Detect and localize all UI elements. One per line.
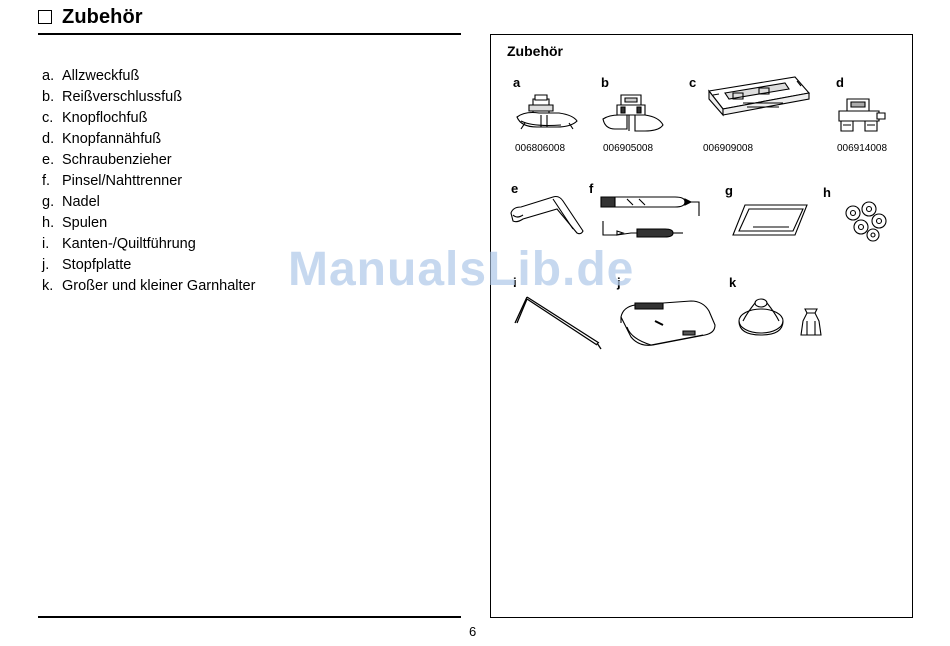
accessory-list: a.Allzweckfuß b.Reißverschlussfuß c.Knop…	[42, 66, 255, 297]
zipper-foot-icon	[599, 93, 669, 139]
top-rule	[38, 33, 461, 35]
code-d: 006914008	[837, 143, 887, 154]
code-c: 006909008	[703, 143, 753, 154]
label-b: b	[601, 75, 609, 90]
label-h: h	[823, 185, 831, 200]
section-title: Zubehör	[62, 6, 143, 29]
quilt-guide-icon	[509, 293, 605, 351]
list-item: g.Nadel	[42, 192, 255, 213]
button-sewing-foot-icon	[831, 95, 891, 137]
code-a: 006806008	[515, 143, 565, 154]
darning-plate-icon	[617, 297, 717, 357]
watermark: ManualsLib.de	[288, 242, 634, 297]
list-item: e.Schraubenzieher	[42, 150, 255, 171]
label-a: a	[513, 75, 520, 90]
checkbox-square-icon	[38, 10, 52, 24]
list-item: i.Kanten-/Quiltführung	[42, 234, 255, 255]
label-g: g	[725, 183, 733, 198]
accessories-panel: Zubehör a b c d	[490, 34, 913, 618]
bobbins-icon	[839, 195, 891, 243]
buttonhole-foot-icon	[703, 73, 815, 135]
list-item: j.Stopfplatte	[42, 255, 255, 276]
list-item: c.Knopflochfuß	[42, 108, 255, 129]
panel-title: Zubehör	[507, 43, 563, 59]
page-number: 6	[469, 624, 476, 639]
list-item: d.Knopfannähfuß	[42, 129, 255, 150]
brush-seam-ripper-icon	[597, 189, 707, 247]
bottom-rule	[38, 616, 461, 618]
list-item: a.Allzweckfuß	[42, 66, 255, 87]
label-d: d	[836, 75, 844, 90]
needle-pack-icon	[731, 201, 811, 239]
label-k: k	[729, 275, 736, 290]
label-c: c	[689, 75, 696, 90]
list-item: h.Spulen	[42, 213, 255, 234]
section-header: Zubehör	[38, 6, 143, 28]
code-b: 006905008	[603, 143, 653, 154]
list-item: k.Großer und kleiner Garnhalter	[42, 276, 255, 297]
label-f: f	[589, 181, 593, 196]
screwdriver-icon	[507, 193, 587, 237]
all-purpose-foot-icon	[511, 93, 581, 139]
spool-holders-icon	[735, 291, 833, 341]
list-item: b.Reißverschlussfuß	[42, 87, 255, 108]
list-item: f.Pinsel/Nahttrenner	[42, 171, 255, 192]
